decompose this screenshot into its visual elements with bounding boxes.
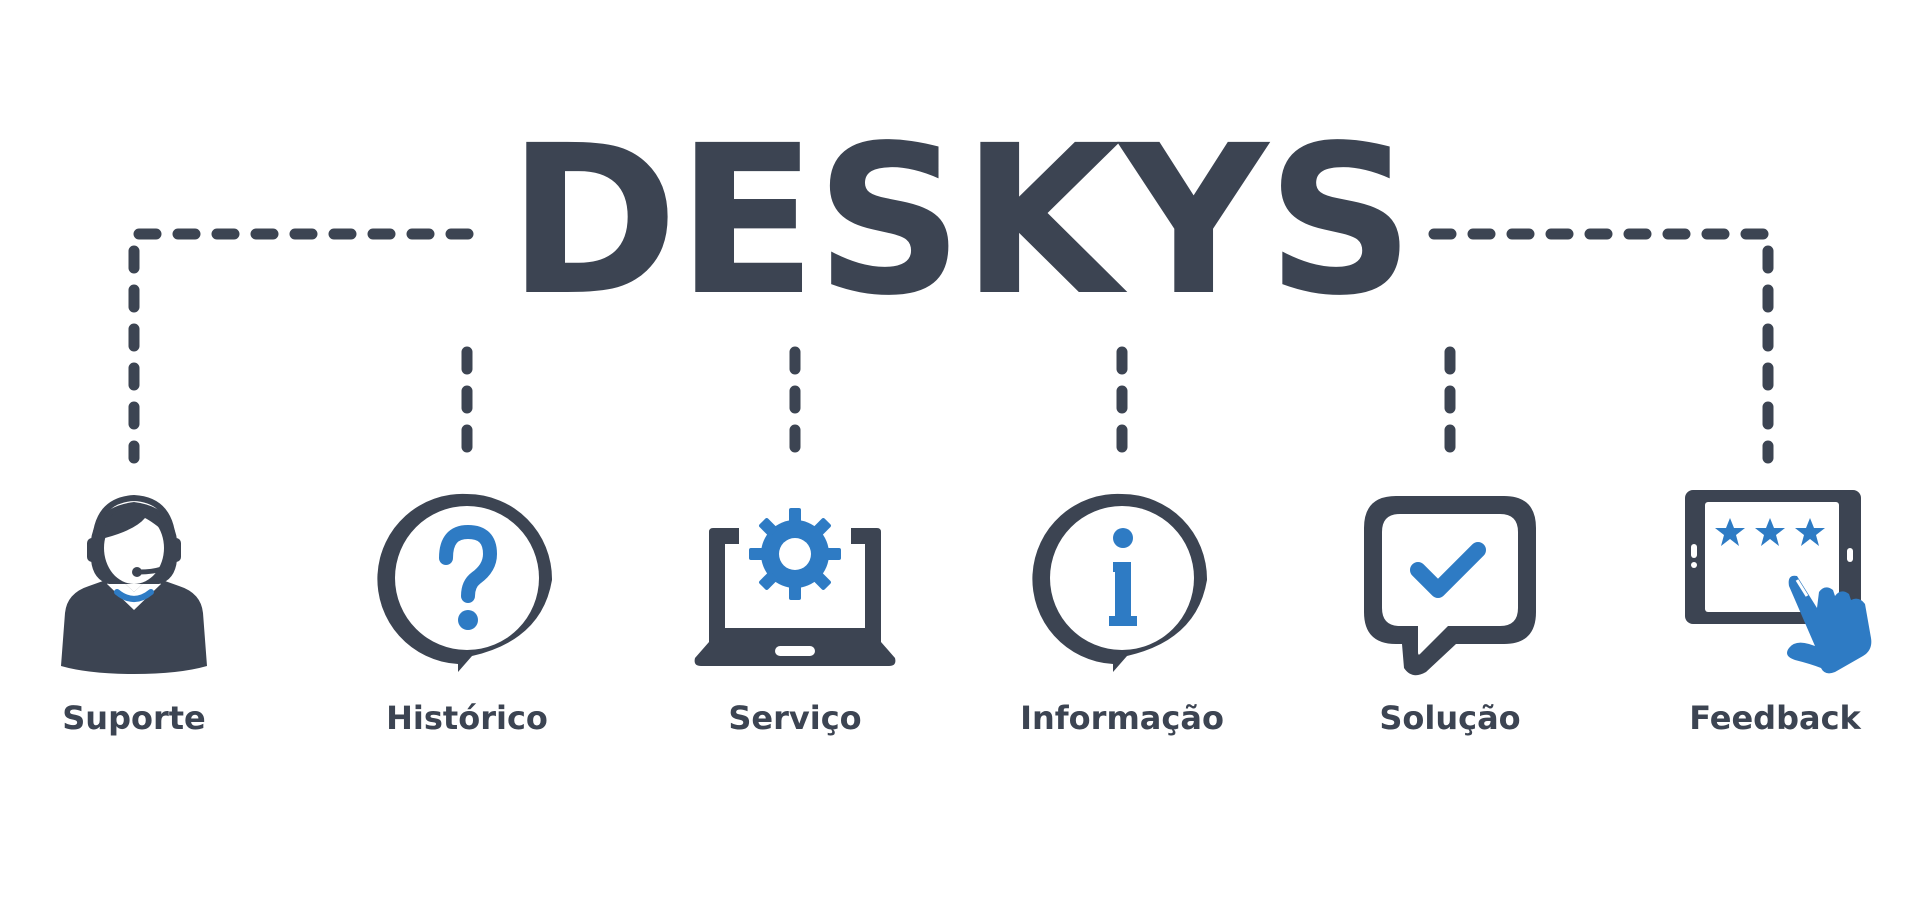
item-label: Informação [1020,699,1224,737]
item-historico: Histórico [357,488,577,738]
item-label: Histórico [386,699,548,737]
item-suporte: Suporte [24,488,244,738]
item-informacao: Informação [1012,488,1232,738]
item-solucao: Solução [1340,488,1560,738]
tablet-rating-icon [1665,488,1885,678]
item-label: Suporte [62,699,206,737]
item-label: Feedback [1689,699,1861,737]
item-label: Serviço [728,699,862,737]
support-agent-icon [24,488,244,678]
item-label: Solução [1379,699,1521,737]
item-servico: Serviço [685,488,905,738]
laptop-gear-icon [685,488,905,678]
info-bubble-icon [1012,488,1232,678]
question-bubble-icon [357,488,577,678]
item-feedback: Feedback [1665,488,1885,738]
page-title: DESKYS [507,101,1414,341]
check-bubble-icon [1340,488,1560,678]
